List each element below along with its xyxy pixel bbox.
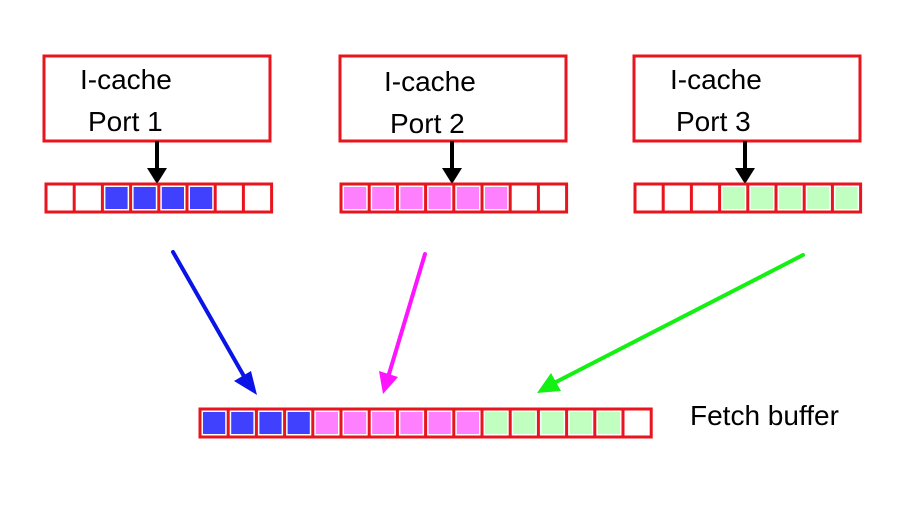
port-2-buffer-slot-3 xyxy=(400,187,423,209)
transfer-arrow-port-2 xyxy=(379,252,427,394)
port-3-buffer-slot-2 xyxy=(666,187,689,209)
icache-port-2-box xyxy=(338,54,568,143)
fetch-buffer-slot-2 xyxy=(231,412,254,434)
port-1-buffer-slot-1 xyxy=(49,187,72,209)
port-3-buffer-slot-7 xyxy=(807,187,830,209)
fetch-buffer-slot-3 xyxy=(259,412,282,434)
fetch-buffer-slot-14 xyxy=(569,412,592,434)
port-1-buffer-slot-5 xyxy=(161,187,184,209)
port-2-line-buffer xyxy=(339,182,569,214)
port-2-buffer-slot-7 xyxy=(513,187,536,209)
fetch-buffer-slot-5 xyxy=(315,412,338,434)
port-1-buffer-slot-2 xyxy=(77,187,100,209)
port-3-buffer-slot-8 xyxy=(835,187,858,209)
port-2-buffer-slot-8 xyxy=(541,187,564,209)
port-1-buffer-slot-4 xyxy=(133,187,156,209)
icache-port-2-title: I-cache xyxy=(384,66,476,97)
fetch-buffer-slot-7 xyxy=(372,412,395,434)
port-2-pointer-arrowhead xyxy=(442,168,462,184)
fetch-buffer-slot-1 xyxy=(203,412,226,434)
icache-port-2-number: Port 2 xyxy=(390,108,465,139)
fetch-buffer-slot-11 xyxy=(485,412,508,434)
port-2: I-cache Port 2 xyxy=(338,54,569,214)
port-1-buffer-slot-6 xyxy=(190,187,213,209)
port-3: I-cache Port 3 xyxy=(632,54,863,214)
fetch-buffer-slot-16 xyxy=(626,412,649,434)
icache-port-1-number: Port 1 xyxy=(88,106,163,137)
fetch-buffer-slot-8 xyxy=(400,412,423,434)
fetch-buffer-slot-13 xyxy=(541,412,564,434)
port-3-buffer-slot-6 xyxy=(779,187,802,209)
icache-port-3-title: I-cache xyxy=(670,64,762,95)
transfer-arrow-port-3 xyxy=(537,253,805,393)
icache-port-1-box xyxy=(42,54,272,143)
fetch-buffer xyxy=(198,407,653,439)
fetch-buffer-slot-4 xyxy=(287,412,310,434)
port-3-line-buffer xyxy=(633,182,863,214)
port-3-buffer-slot-4 xyxy=(722,187,745,209)
transfer-arrow-port-1 xyxy=(171,250,257,395)
icache-port-3-number: Port 3 xyxy=(676,106,751,137)
port-3-buffer-slot-5 xyxy=(750,187,773,209)
port-2-buffer-slot-2 xyxy=(372,187,395,209)
port-3-pointer-arrowhead xyxy=(735,168,755,184)
port-1-pointer-arrowhead xyxy=(147,168,167,184)
icache-port-1-title: I-cache xyxy=(80,64,172,95)
fetch-buffer-label: Fetch buffer xyxy=(690,400,839,431)
icache-port-3-box xyxy=(632,54,862,143)
port-2-buffer-slot-5 xyxy=(456,187,479,209)
fetch-buffer-slot-9 xyxy=(428,412,451,434)
fetch-buffer-slot-12 xyxy=(513,412,536,434)
port-1-buffer-slot-7 xyxy=(218,187,241,209)
port-1-line-buffer xyxy=(44,182,274,214)
port-1-buffer-slot-3 xyxy=(105,187,128,209)
port-1: I-cache Port 1 xyxy=(42,54,274,214)
port-3-buffer-slot-1 xyxy=(638,187,661,209)
port-3-buffer-slot-3 xyxy=(694,187,717,209)
port-1-buffer-slot-8 xyxy=(246,187,269,209)
port-2-buffer-slot-6 xyxy=(485,187,508,209)
fetch-buffer-slot-6 xyxy=(344,412,367,434)
port-2-buffer-slot-4 xyxy=(428,187,451,209)
port-2-buffer-slot-1 xyxy=(344,187,367,209)
fetch-buffer-slot-10 xyxy=(456,412,479,434)
fetch-buffer-slot-15 xyxy=(597,412,620,434)
